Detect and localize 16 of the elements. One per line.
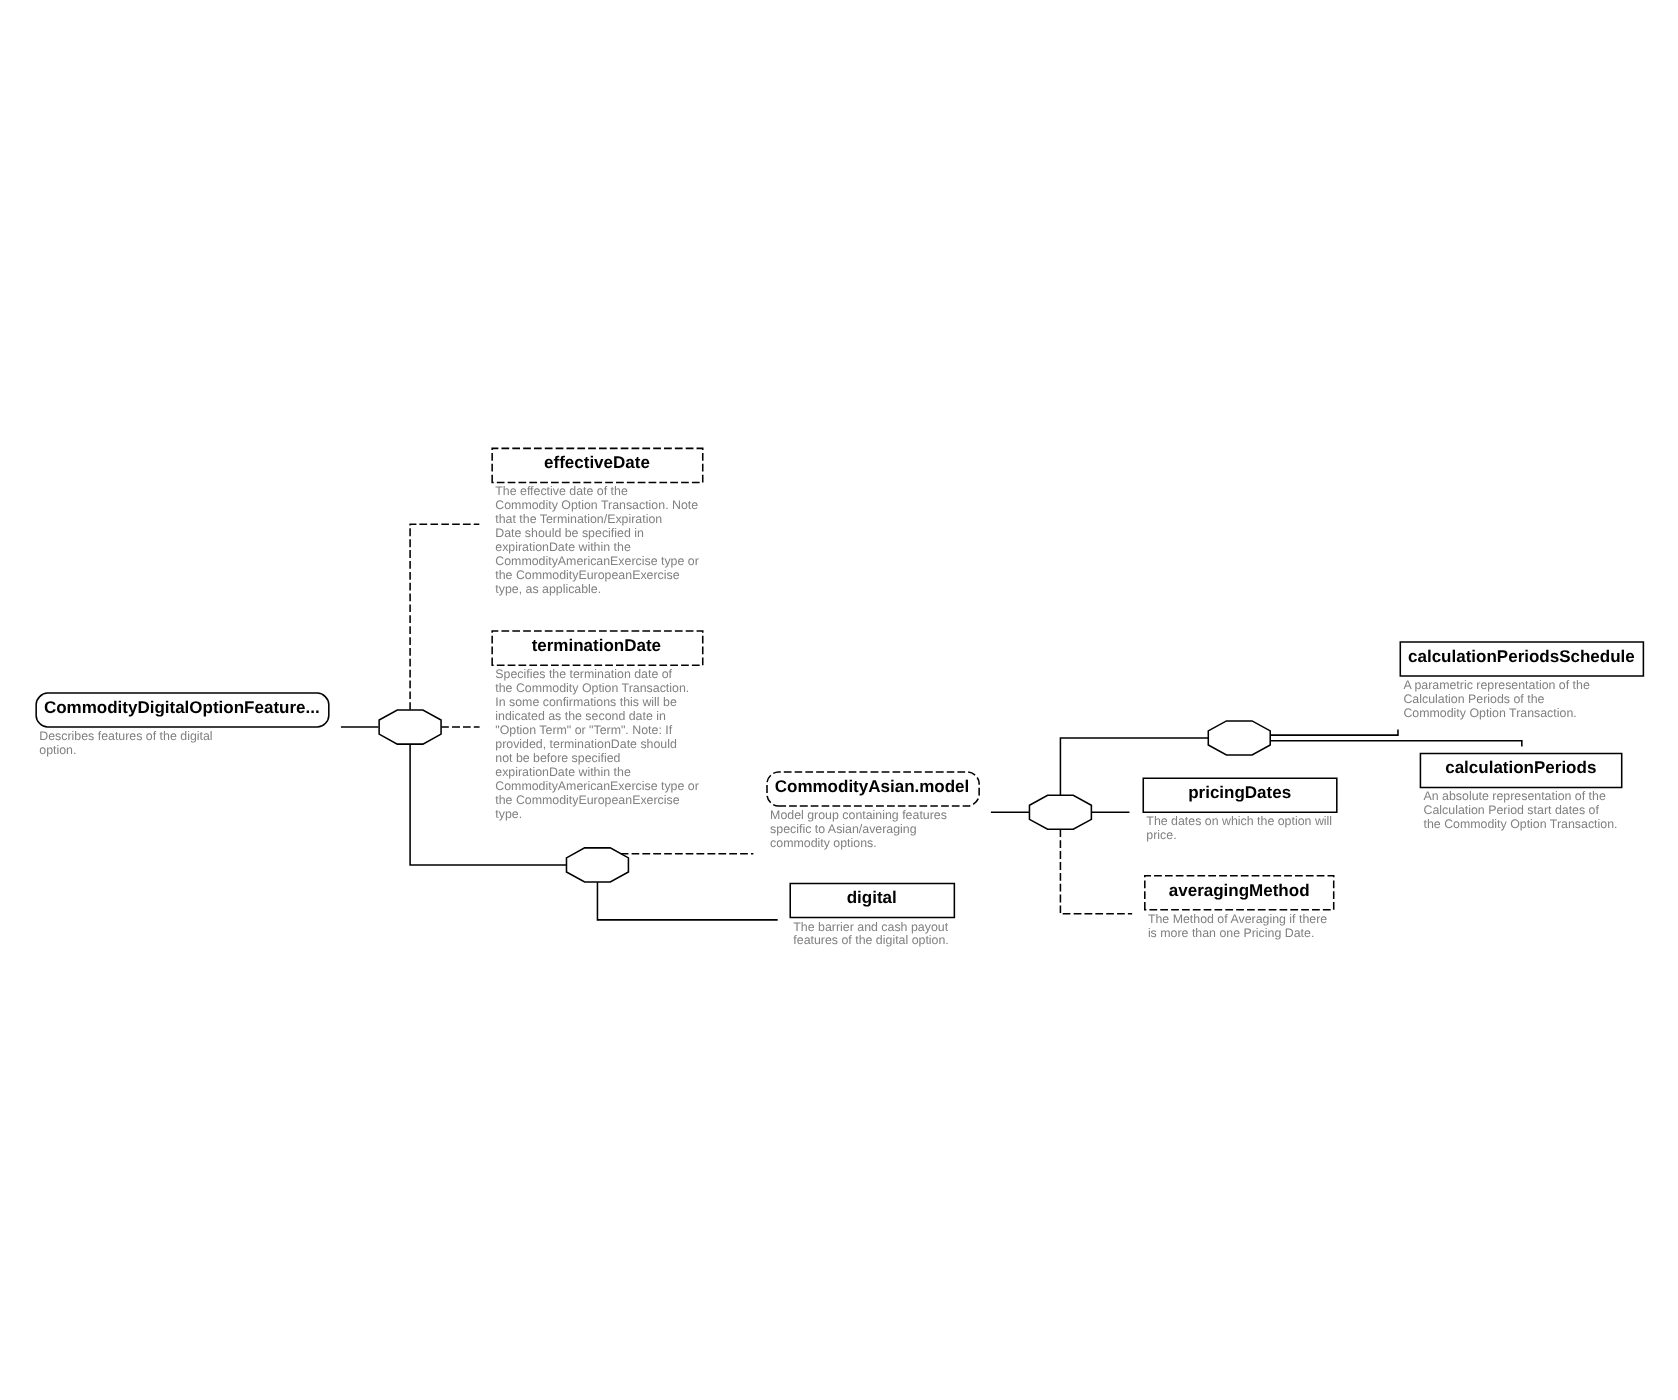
connector bbox=[340, 726, 380, 728]
node-octagon bbox=[565, 847, 630, 883]
connector bbox=[409, 743, 567, 866]
connector bbox=[1059, 737, 1209, 796]
connector bbox=[1059, 828, 1133, 915]
connector bbox=[1269, 740, 1523, 748]
connector bbox=[1090, 811, 1131, 814]
connector bbox=[1269, 728, 1399, 736]
connector bbox=[409, 523, 481, 711]
connector bbox=[990, 811, 1031, 814]
connector bbox=[596, 881, 779, 921]
node-octagon bbox=[1028, 794, 1093, 831]
node-octagon bbox=[1207, 720, 1271, 756]
connector bbox=[440, 726, 481, 728]
node-octagon bbox=[378, 709, 442, 745]
connector bbox=[620, 852, 755, 855]
